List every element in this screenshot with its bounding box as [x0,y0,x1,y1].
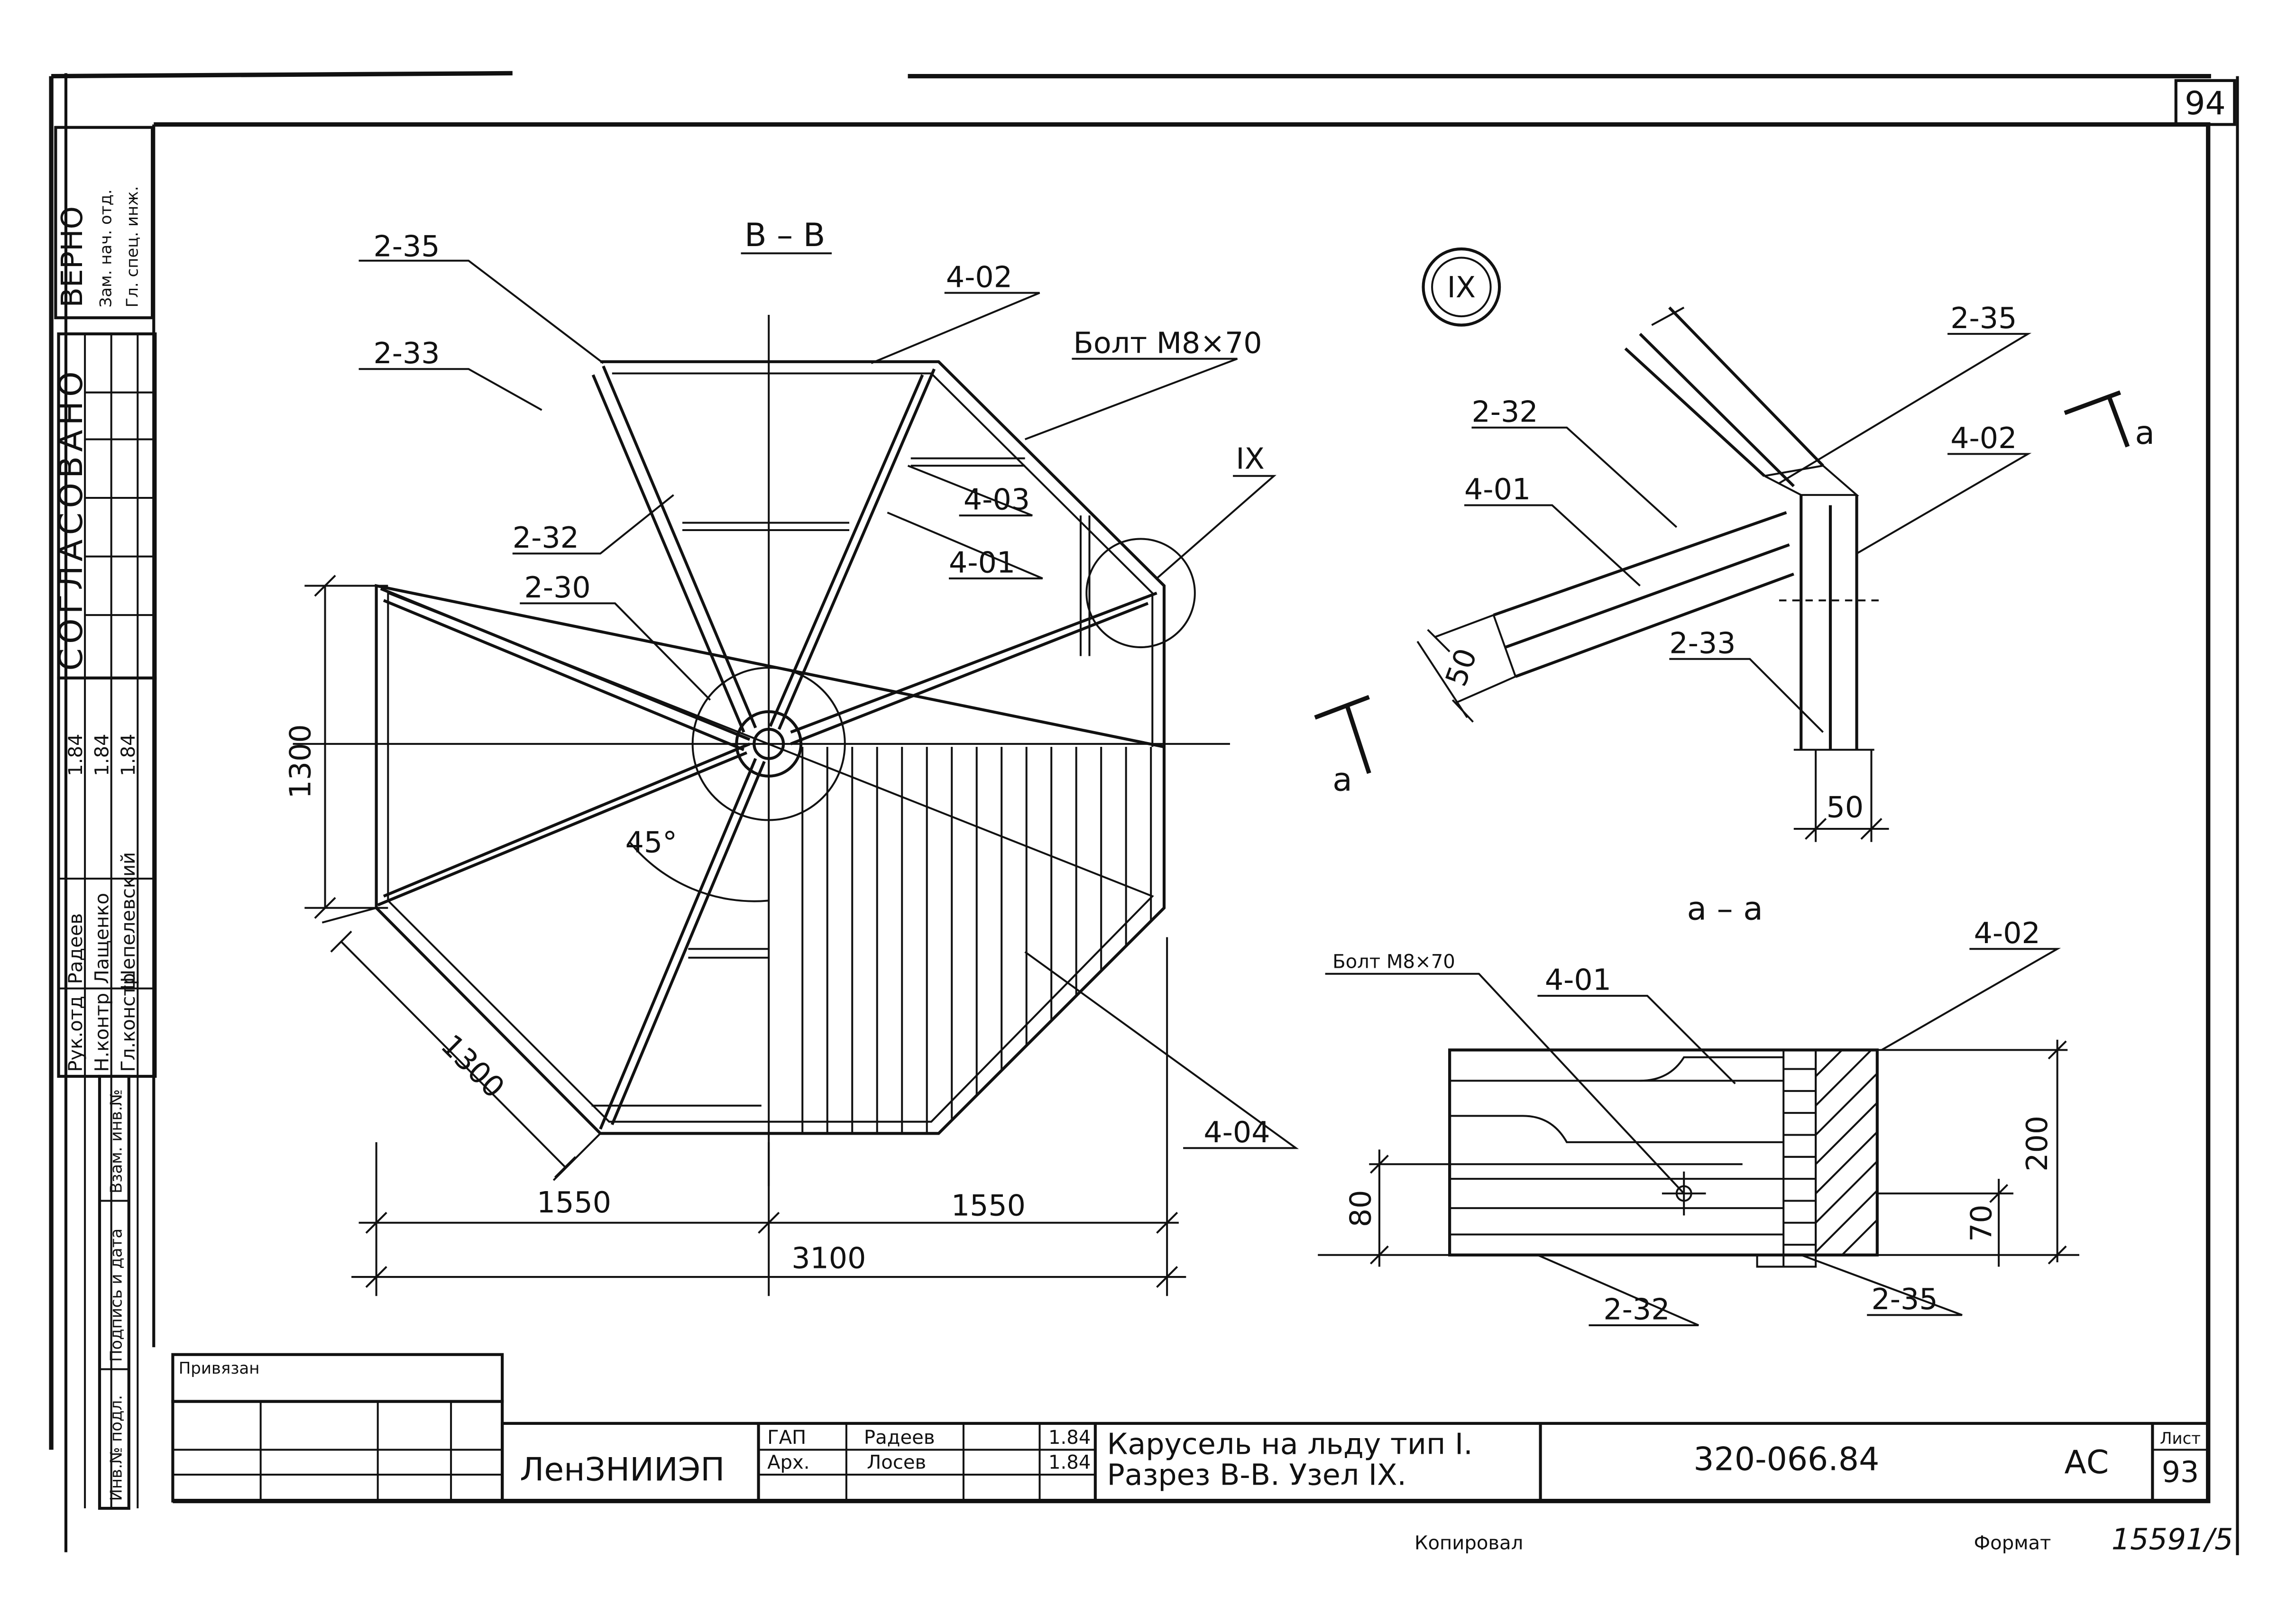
node-dim-bottom-value: 50 [1827,790,1864,824]
stamp-title: ВЕРНО [55,206,89,308]
section-callout-4-02: 4-02 [1974,916,2040,950]
section-dim-right-outer-value: 200 [2020,1116,2054,1172]
sheet-label: Лист [2160,1429,2201,1448]
node-callout-2-33: 2-33 [1669,626,1736,660]
strip-date-1: 1.84 [65,734,87,776]
org-name: ЛенЗНИИЭП [520,1451,725,1488]
callout-4-01-main: 4-01 [949,546,1015,580]
strip-field-signature: Подпись и дата [107,1229,126,1362]
callout-4-04-main: 4-04 [1203,1115,1270,1149]
section-dim-right-inner [1877,1179,2014,1267]
section-aa-title: а – а [1687,890,1763,927]
node-callout-4-01: 4-01 [1464,472,1531,506]
stamp-line-2: Зам. нач. отд. [97,189,116,307]
callout-ix-main: IX [1236,441,1265,476]
callout-bolt-main: Болт M8×70 [1074,326,1262,360]
title-block: Привязан ЛенЗНИИЭП ГАП Арх. Радеев Лосев… [171,1353,2210,1503]
section-aa: а – а 80 70 200 Болт M8×70 [1318,890,2079,1327]
format-label: Формат [1974,1532,2051,1554]
sheet-number: 94 [2185,85,2225,122]
section-callout-4-01: 4-01 [1545,963,1611,997]
node-callout-4-02: 4-02 [1950,421,2017,455]
inventory-number: 15591/5 [2112,1522,2233,1556]
copied-label: Копировал [1414,1532,1523,1554]
drawing-title-line-1: Карусель на льду тип I. [1107,1427,1473,1461]
node-beam [1493,511,1794,678]
section-mark-top-label: а [2135,414,2155,452]
strip-name-1: Радеев [65,913,87,984]
dim-bottom: 1550 1550 3100 [351,937,1186,1296]
main-view: В – В [284,217,1299,1296]
date-1: 1.84 [1048,1427,1091,1449]
callout-2-35-main: 2-35 [373,229,440,263]
name-losev: Лосев [867,1452,926,1474]
node-dim-diag [1416,614,1516,723]
section-callout-bolt: Болт M8×70 [1332,951,1455,973]
callout-2-30-main: 2-30 [524,570,591,605]
drawing-code: 320-066.84 [1693,1441,1879,1478]
dim-half-right-value: 1550 [951,1188,1026,1222]
strip-date-3: 1.84 [118,734,139,776]
stamp-line-3: Гл. спец. инж. [123,186,142,307]
angle-arc [629,841,769,902]
callout-2-32-main: 2-32 [513,521,579,555]
inner-braces [591,457,1091,1107]
section-callout-2-32: 2-32 [1603,1293,1670,1327]
section-mark-bottom-label: а [1332,762,1352,799]
section-dim-right-inner-value: 70 [1965,1204,1999,1242]
angle-label: 45° [625,825,677,859]
sheet-value: 93 [2162,1455,2199,1489]
approval-stamp: ВЕРНО Зам. нач. отд. Гл. спец. инж. [54,126,154,320]
drawing-title-line-2: Разрез В-В. Узел IX. [1107,1458,1406,1492]
name-radeev: Радеев [864,1427,935,1449]
strip-field-replace: Взам. инв.№ [107,1089,126,1193]
strip-field-inv: Инв.№ подл. [107,1395,126,1501]
strip-date-2: 1.84 [92,734,113,776]
section-mark-top [2064,390,2130,448]
strip-role-2: Н.контр [92,993,113,1072]
strip-name-2: Лащенко [92,893,113,984]
role-gap: ГАП [767,1427,806,1449]
strip-role-1: Рук.отд [65,996,87,1072]
callout-leaders [358,259,1299,1149]
main-view-title: В – В [744,217,825,254]
sheet-number-box: 94 [2174,79,2236,126]
node-member-top [1624,306,1824,487]
deck-planks [801,747,1152,1134]
role-arch: Арх. [767,1452,809,1474]
strip-role-3: Гл.констр [118,973,139,1072]
section-dim-right-outer [1877,1039,2079,1265]
node-marker: IX [1447,270,1476,304]
section-dim-left-value: 80 [1343,1190,1378,1227]
node-callout-2-35: 2-35 [1950,301,2017,335]
strip-name-3: Шепелевский [118,852,139,990]
date-2: 1.84 [1048,1452,1091,1474]
node-callout-2-32: 2-32 [1471,395,1538,429]
node-dim-bottom [1793,749,1889,842]
node-post [1800,495,1858,750]
dim-half-left-value: 1550 [537,1185,611,1220]
section-mark-bottom [1314,695,1371,774]
radial-beams [377,365,1157,1130]
footer: Копировал Формат 15591/5 [1414,1522,2233,1556]
dim-total-value: 3100 [791,1241,866,1275]
approved-label: СОГЛАСОВАНО [53,367,90,670]
detail-circle-ix [1085,538,1196,649]
dim-left-vertical-value: 1300 [284,724,318,798]
bound-label: Привязан [179,1359,260,1378]
callout-4-03-main: 4-03 [964,483,1030,517]
callout-4-02-main: 4-02 [946,260,1012,294]
side-strip: СОГЛАСОВАНО Рук.отд Н.контр Гл.констр Ра… [53,332,157,1510]
callout-2-33-main: 2-33 [373,336,440,370]
section-callout-2-35: 2-35 [1871,1282,1938,1316]
stage-code: АС [2064,1444,2109,1481]
